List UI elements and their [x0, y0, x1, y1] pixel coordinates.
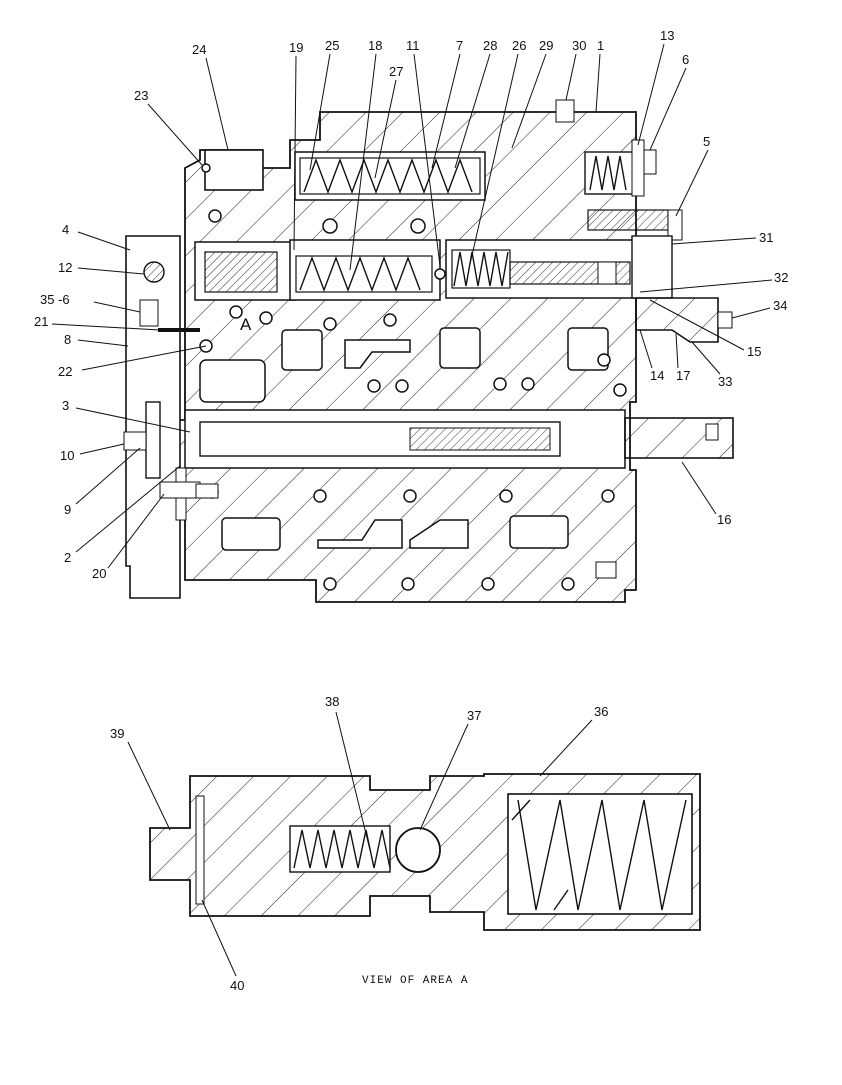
seal-40 [195, 795, 205, 905]
callout-18: 18 [368, 38, 382, 53]
callout-3: 3 [62, 398, 69, 413]
cavity [509, 515, 569, 549]
callout-32: 32 [774, 270, 788, 285]
callout-38: 38 [325, 694, 339, 709]
callout-39: 39 [110, 726, 124, 741]
callout-30: 30 [572, 38, 586, 53]
drilled-holes [199, 209, 627, 591]
detail-view-caption: VIEW OF AREA A [362, 975, 468, 987]
callout-8: 8 [64, 332, 71, 347]
callout-28: 28 [483, 38, 497, 53]
large-spring-bore [507, 793, 693, 915]
cavity [409, 519, 469, 549]
plate-3 [145, 401, 161, 479]
callout-33: 33 [718, 374, 732, 389]
callout-40: 40 [230, 978, 244, 993]
spool-land [409, 427, 551, 451]
bolt-10 [123, 431, 147, 451]
callout-14: 14 [650, 368, 664, 383]
callout-27: 27 [389, 64, 403, 79]
relief-valve-cartridge [204, 251, 278, 293]
callout-11: 11 [406, 38, 420, 53]
callout-31: 31 [759, 230, 773, 245]
bolt-34 [717, 311, 733, 329]
callout-5: 5 [703, 134, 710, 149]
plug-cap [204, 149, 264, 191]
callout-7: 7 [456, 38, 463, 53]
callout-4: 4 [62, 222, 69, 237]
callout-6: 6 [682, 52, 689, 67]
callout-12: 12 [58, 260, 72, 275]
callout-19: 19 [289, 40, 303, 55]
callout-20: 20 [92, 566, 106, 581]
callout-23: 23 [134, 88, 148, 103]
callout-16: 16 [717, 512, 731, 527]
area-a-detail-view [149, 773, 701, 931]
area-a-marker: A [240, 315, 252, 334]
callout-21: 21 [34, 314, 48, 329]
cavity [199, 359, 266, 403]
plunger-ball [597, 261, 617, 285]
callout-22: 22 [58, 364, 72, 379]
bolt-20 [159, 481, 201, 499]
cavity [439, 327, 481, 369]
bolt-35 [139, 299, 159, 327]
cover-17 [635, 297, 719, 343]
cavity [344, 339, 411, 369]
callout-35-6: 35 -6 [40, 292, 70, 307]
callout-10: 10 [60, 448, 74, 463]
plug-31 [631, 235, 673, 299]
port-30 [555, 99, 575, 123]
callout-37: 37 [467, 708, 481, 723]
callout-26: 26 [512, 38, 526, 53]
callout-1: 1 [597, 38, 604, 53]
callout-9: 9 [64, 502, 71, 517]
callout-34: 34 [773, 298, 787, 313]
cavity [317, 519, 403, 549]
bolt-5 [587, 209, 669, 231]
plug-12 [143, 261, 165, 283]
check-ball [395, 827, 441, 873]
callout-17: 17 [676, 368, 690, 383]
callout-2: 2 [64, 550, 71, 565]
main-view-callouts: 24 19 25 18 11 7 28 26 29 30 1 13 6 23 2… [34, 28, 788, 581]
callout-25: 25 [325, 38, 339, 53]
right-spring [451, 249, 511, 289]
callout-13: 13 [660, 28, 674, 43]
main-valve-view: A [123, 99, 734, 603]
callout-24: 24 [192, 42, 206, 57]
upper-spring [299, 157, 481, 195]
bolt-6 [643, 149, 657, 175]
retainer-13 [631, 139, 645, 197]
callout-29: 29 [539, 38, 553, 53]
callout-15: 15 [747, 344, 761, 359]
cavity [281, 329, 323, 371]
detail-callouts: 38 37 36 39 40 [110, 694, 608, 993]
callout-36: 36 [594, 704, 608, 719]
middle-spring [295, 255, 433, 293]
cavity [221, 517, 281, 551]
